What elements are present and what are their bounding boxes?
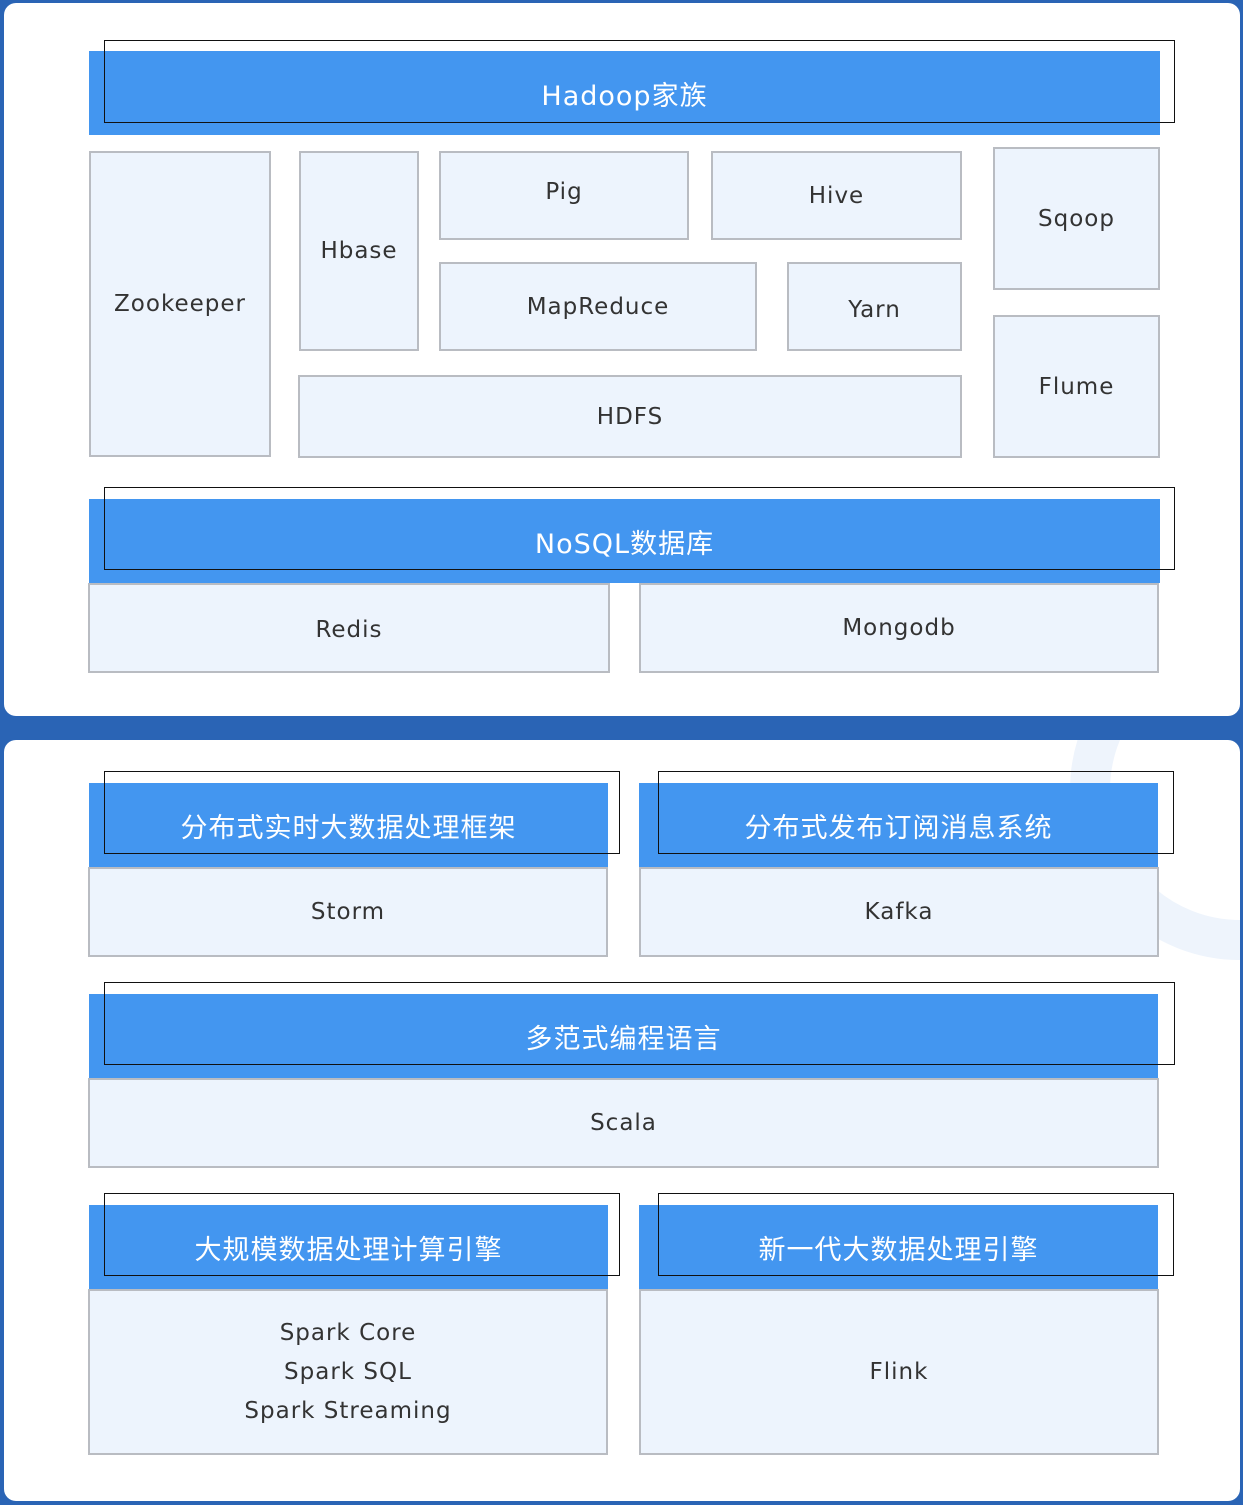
spark-sql-label: Spark SQL bbox=[284, 1358, 412, 1385]
multiparadigm-language-header: 多范式编程语言 bbox=[89, 994, 1158, 1078]
pubsub-system-title: 分布式发布订阅消息系统 bbox=[744, 812, 1053, 844]
top-panel: Hadoop家族 Zookeeper Hbase Pig Hive Sqoop … bbox=[4, 3, 1240, 716]
storm-label: Storm bbox=[310, 899, 386, 925]
kafka-label: Kafka bbox=[864, 899, 934, 925]
zookeeper-box: Zookeeper bbox=[89, 151, 271, 457]
nextgen-engine-title: 新一代大数据处理引擎 bbox=[758, 1234, 1039, 1266]
largescale-engine-header: 大规模数据处理计算引擎 bbox=[89, 1205, 608, 1289]
mongodb-box: Mongodb bbox=[639, 583, 1159, 673]
mongodb-label: Mongodb bbox=[842, 615, 956, 641]
hbase-label: Hbase bbox=[320, 238, 398, 264]
realtime-framework-header: 分布式实时大数据处理框架 bbox=[89, 783, 608, 867]
bottom-panel: 分布式实时大数据处理框架 Storm 分布式发布订阅消息系统 Kafka 多范式… bbox=[4, 740, 1240, 1501]
flume-box: Flume bbox=[993, 315, 1160, 458]
largescale-engine-title: 大规模数据处理计算引擎 bbox=[194, 1234, 503, 1266]
storm-box: Storm bbox=[88, 867, 608, 957]
mapreduce-box: MapReduce bbox=[439, 262, 757, 351]
hive-label: Hive bbox=[808, 182, 865, 209]
hive-box: Hive bbox=[711, 151, 962, 240]
pubsub-system-header: 分布式发布订阅消息系统 bbox=[639, 783, 1158, 867]
hadoop-family-header: Hadoop家族 bbox=[89, 51, 1160, 135]
mapreduce-label: MapReduce bbox=[526, 293, 670, 320]
flink-box: Flink bbox=[639, 1289, 1159, 1455]
hbase-box: Hbase bbox=[299, 151, 419, 351]
flume-label: Flume bbox=[1038, 373, 1115, 400]
zookeeper-label: Zookeeper bbox=[114, 291, 246, 317]
hdfs-box: HDFS bbox=[298, 375, 962, 458]
pig-box: Pig bbox=[439, 151, 689, 240]
spark-core-label: Spark Core bbox=[279, 1319, 417, 1346]
sqoop-box: Sqoop bbox=[993, 147, 1160, 290]
kafka-box: Kafka bbox=[639, 867, 1159, 957]
spark-box: Spark Core Spark SQL Spark Streaming bbox=[88, 1289, 608, 1455]
scala-label: Scala bbox=[590, 1110, 657, 1136]
scala-box: Scala bbox=[88, 1078, 1159, 1168]
nosql-title: NoSQL数据库 bbox=[534, 528, 715, 560]
flink-label: Flink bbox=[869, 1359, 929, 1385]
spark-streaming-label: Spark Streaming bbox=[244, 1397, 452, 1424]
nosql-header: NoSQL数据库 bbox=[89, 499, 1160, 583]
realtime-framework-title: 分布式实时大数据处理框架 bbox=[180, 812, 517, 844]
nextgen-engine-header: 新一代大数据处理引擎 bbox=[639, 1205, 1158, 1289]
redis-label: Redis bbox=[315, 617, 383, 643]
pig-label: Pig bbox=[545, 179, 583, 205]
hadoop-family-title: Hadoop家族 bbox=[541, 80, 708, 112]
multiparadigm-language-title: 多范式编程语言 bbox=[525, 1023, 722, 1055]
yarn-label: Yarn bbox=[848, 296, 901, 323]
sqoop-label: Sqoop bbox=[1038, 205, 1115, 232]
redis-box: Redis bbox=[88, 583, 610, 673]
hdfs-label: HDFS bbox=[596, 403, 664, 430]
yarn-box: Yarn bbox=[787, 262, 962, 351]
